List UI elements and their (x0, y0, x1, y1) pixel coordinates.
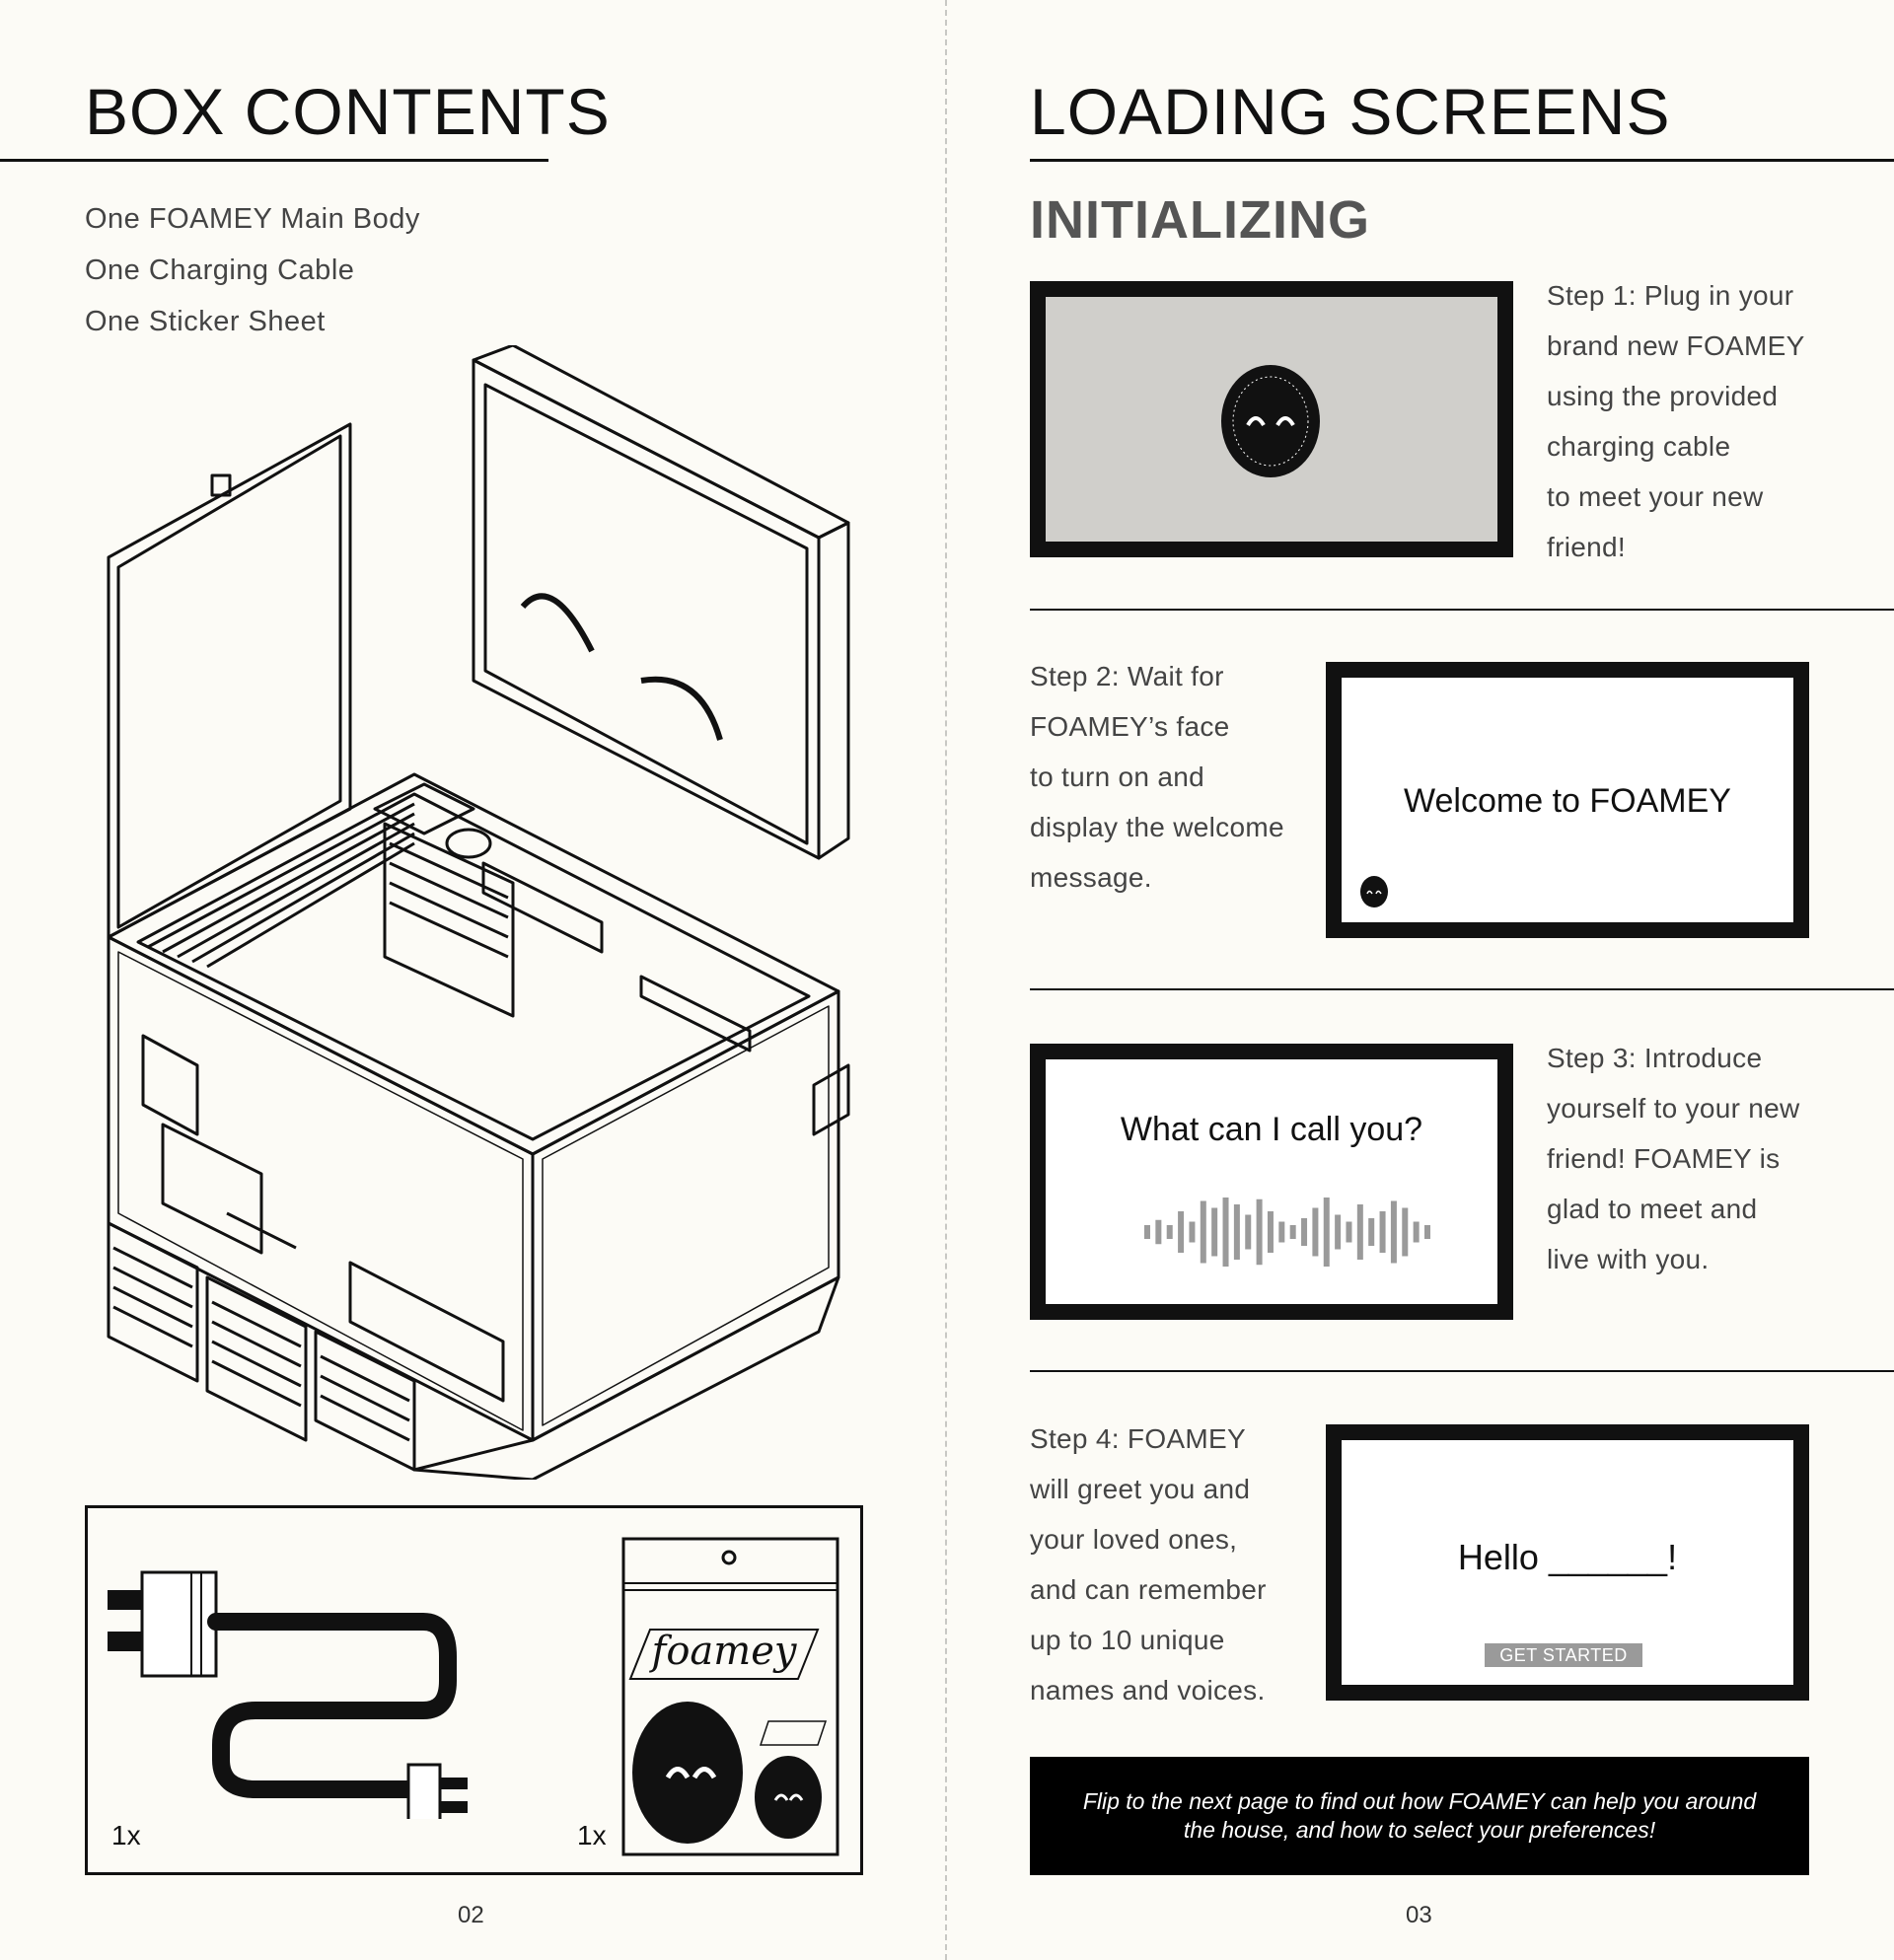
step-divider (1030, 1370, 1894, 1372)
waveform-bar (1368, 1218, 1375, 1246)
voice-waveform (1144, 1198, 1430, 1267)
get-started-button[interactable]: GET STARTED (1485, 1643, 1642, 1667)
page-title-loading-screens: LOADING SCREENS (1030, 75, 1671, 148)
waveform-bar (1144, 1225, 1150, 1239)
waveform-bar (1200, 1200, 1206, 1264)
waveform-bar (1267, 1211, 1274, 1253)
waveform-bar (1356, 1204, 1363, 1260)
step4-screen: Hello ______! GET STARTED (1326, 1424, 1809, 1701)
page-title-box-contents: BOX CONTENTS (85, 75, 611, 148)
waveform-bar (1189, 1221, 1196, 1243)
waveform-bar (1289, 1225, 1296, 1239)
waveform-bar (1178, 1211, 1185, 1253)
list-item: One Charging Cable (85, 254, 355, 286)
waveform-bar (1166, 1225, 1173, 1239)
sticker-sheet-illustration: foamey (621, 1537, 839, 1856)
accessories-panel: 1x 1x foamey (85, 1505, 863, 1875)
waveform-bar (1424, 1225, 1430, 1239)
page-number-right: 03 (1406, 1902, 1432, 1928)
foamey-face-logo-icon (1221, 365, 1320, 477)
waveform-bar (1233, 1204, 1240, 1260)
waveform-bar (1301, 1218, 1308, 1246)
step-divider (1030, 609, 1894, 611)
waveform-bar (1278, 1221, 1285, 1243)
page-spine (945, 0, 947, 1960)
waveform-bar (1413, 1221, 1420, 1243)
waveform-bar (1222, 1198, 1229, 1267)
waveform-bar (1312, 1207, 1319, 1257)
waveform-bar (1155, 1219, 1162, 1245)
section-title-initializing: INITIALIZING (1030, 190, 1370, 250)
welcome-message: Welcome to FOAMEY (1404, 782, 1731, 820)
title-underline-left (0, 159, 548, 162)
next-page-note: Flip to the next page to find out how FO… (1030, 1757, 1809, 1875)
waveform-bar (1211, 1207, 1218, 1257)
waveform-bar (1402, 1207, 1409, 1257)
waveform-bar (1323, 1198, 1330, 1267)
list-item: One FOAMEY Main Body (85, 203, 420, 235)
waveform-bar (1256, 1198, 1263, 1266)
step-divider (1030, 988, 1894, 990)
page-number-left: 02 (458, 1902, 484, 1928)
step4-text: Step 4: FOAMEY will greet you and your l… (1030, 1423, 1267, 1706)
waveform-bar (1346, 1221, 1352, 1243)
step3-screen: What can I call you? (1030, 1044, 1513, 1320)
name-prompt: What can I call you? (1120, 1111, 1423, 1148)
waveform-bar (1335, 1214, 1342, 1250)
list-item: One Sticker Sheet (85, 306, 326, 337)
step3-text: Step 3: Introduce yourself to your new f… (1547, 1043, 1800, 1274)
waveform-bar (1379, 1211, 1386, 1253)
step1-text: Step 1: Plug in your brand new FOAMEY us… (1547, 280, 1805, 562)
waveform-bar (1390, 1200, 1397, 1264)
waveform-bar (1245, 1214, 1252, 1250)
title-underline-right (1030, 159, 1894, 162)
cable-quantity: 1x (111, 1820, 141, 1851)
step1-screen (1030, 281, 1513, 557)
svg-text:foamey: foamey (649, 1629, 798, 1674)
step2-screen: Welcome to FOAMEY (1326, 662, 1809, 938)
charging-cable-illustration (108, 1570, 468, 1819)
box-contents-list: One FOAMEY Main Body One Charging Cable … (85, 193, 420, 347)
foamey-main-body-illustration (107, 345, 850, 1480)
sticker-quantity: 1x (577, 1820, 607, 1851)
step2-text: Step 2: Wait for FOAMEY’s face to turn o… (1030, 661, 1284, 893)
foamey-face-small-icon (1360, 876, 1388, 907)
hello-message: Hello ______! (1457, 1537, 1678, 1577)
